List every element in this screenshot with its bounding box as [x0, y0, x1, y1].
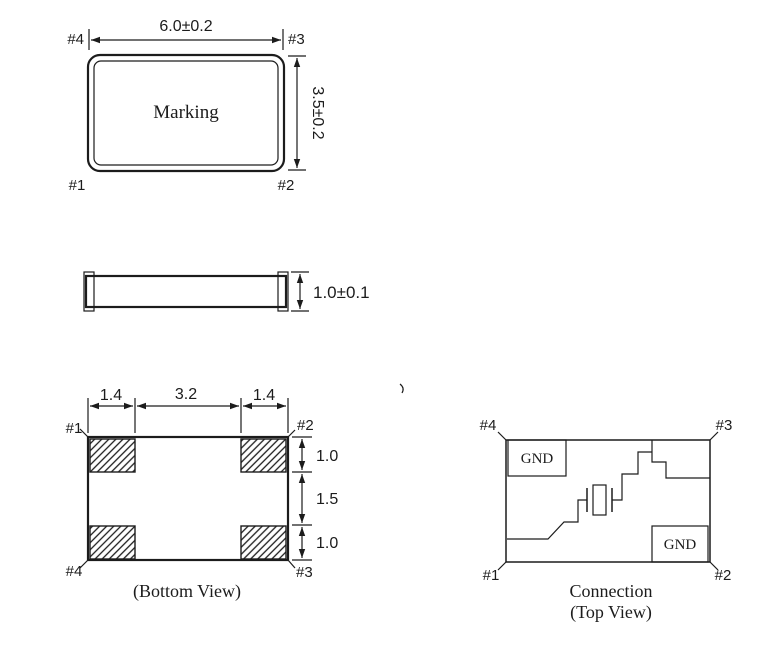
- pad-top-left: [89, 438, 136, 473]
- connection-caption-line2: (Top View): [570, 602, 652, 623]
- pin-leader-line: [497, 561, 507, 571]
- pin-leader-line: [497, 431, 507, 441]
- connection-caption-line1: Connection: [570, 581, 653, 601]
- bottom-pad-height-label: 1.0: [316, 535, 338, 552]
- pin-label-bottom-left: #1: [483, 567, 500, 584]
- right-pad-width-label: 1.4: [253, 387, 275, 404]
- package-outline-outer: [86, 53, 286, 173]
- left-pad-width-label: 1.4: [100, 387, 122, 404]
- thickness-dimension-label: 1.0±0.1: [313, 283, 370, 302]
- pin-label-top-left: #1: [66, 420, 83, 437]
- pin-label-bottom-right: #3: [296, 564, 313, 581]
- bottom-top-dimensions: 1.4 3.2 1.4: [87, 386, 289, 433]
- pad-top-right-outline: [651, 440, 710, 479]
- bottom-right-dimensions: 1.0 1.5 1.0: [292, 436, 338, 561]
- gnd-label-top-left: GND: [521, 451, 554, 467]
- crystal-symbol: [507, 451, 652, 540]
- middle-gap-label: 1.5: [316, 491, 338, 508]
- width-dimension-label: 6.0±0.2: [159, 18, 212, 35]
- crystal-body: [592, 484, 607, 516]
- pin-label-top-right: #3: [716, 417, 733, 434]
- wire-to-pin1: [507, 499, 587, 540]
- bottom-view-caption: (Bottom View): [133, 581, 241, 602]
- width-dimension: 6.0±0.2: [88, 18, 284, 50]
- side-body: [84, 274, 288, 309]
- pin-leader-line: [79, 428, 89, 438]
- pin-leader-line: [79, 559, 89, 569]
- marking-label: Marking: [153, 102, 219, 123]
- pin-leader-line: [709, 431, 719, 441]
- side-pad-right: [277, 271, 289, 312]
- height-dimension: 3.5±0.2: [288, 55, 326, 171]
- top-view: Marking 6.0±0.2 3.5±0.2 #4 #3 #1 #2: [67, 18, 326, 194]
- connection-view: GND GND #4 #3 #1 #2 Connection (Top View…: [480, 417, 733, 623]
- top-pad-height-label: 1.0: [316, 448, 338, 465]
- side-view: 1.0±0.1: [83, 271, 370, 312]
- pin-leader-line: [287, 559, 296, 569]
- stray-mark: [399, 383, 404, 394]
- wire-to-pin3: [612, 451, 652, 501]
- pin-leader-line: [709, 561, 719, 571]
- side-pad-left: [83, 271, 95, 312]
- connection-outline: [505, 439, 711, 563]
- pin-label-top-right: #3: [288, 31, 305, 48]
- pin-label-bottom-right: #2: [278, 177, 295, 194]
- pin-label-bottom-right: #2: [715, 567, 732, 584]
- pin-label-top-left: #4: [67, 31, 84, 48]
- pin-label-bottom-left: #4: [66, 563, 83, 580]
- thickness-dimension: 1.0±0.1: [291, 271, 370, 312]
- bottom-view: 1.4 3.2 1.4 1.0 1.5 1.0 #1 #2 #4 #3 (Bot…: [66, 386, 339, 602]
- gnd-pad-top-left: [507, 439, 567, 477]
- pad-bottom-left: [89, 525, 136, 560]
- gnd-label-bottom-right: GND: [664, 537, 697, 553]
- pin-label-top-right: #2: [297, 417, 314, 434]
- package-outline-inner: [93, 60, 279, 166]
- height-dimension-label: 3.5±0.2: [309, 86, 326, 139]
- pad-bottom-right: [240, 525, 287, 560]
- gnd-pad-bottom-right: [651, 525, 709, 563]
- bottom-outline: [86, 435, 290, 562]
- pad-top-right: [240, 438, 287, 473]
- center-width-label: 3.2: [175, 386, 197, 403]
- pin-leader-line: [287, 429, 296, 438]
- pin-label-top-left: #4: [480, 417, 497, 434]
- pin-label-bottom-left: #1: [69, 177, 86, 194]
